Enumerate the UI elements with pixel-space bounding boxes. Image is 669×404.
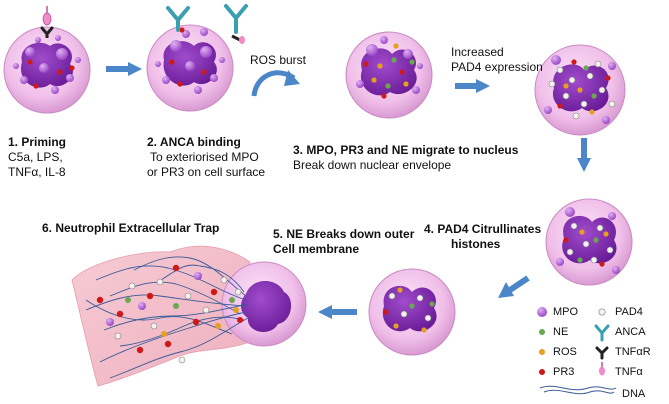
step1-line2: TNFα, IL-8 — [8, 165, 66, 179]
legend-pad4-swatch — [598, 308, 606, 316]
arrow-down-to-step4 — [577, 138, 591, 172]
legend-ne-label: NE — [553, 326, 569, 338]
step5-line1: 5. NE Breaks down outer — [273, 227, 415, 241]
step3-title: 3. MPO, PR3 and NE migrate to nucleus — [293, 143, 519, 157]
legend-tnfar-swatch — [595, 346, 609, 360]
anca-antibody — [166, 6, 190, 32]
cell-ros-burst — [345, 31, 433, 119]
arrow-ros-burst — [251, 70, 300, 97]
step5-line2: Cell membrane — [273, 242, 360, 256]
legend-tnfa-label: TNFα — [615, 366, 643, 378]
cell-citrullination — [545, 198, 633, 286]
arrow-step4-to-5 — [498, 275, 530, 298]
proteins — [548, 59, 616, 120]
net-proteins — [96, 264, 243, 364]
legend-mpo-swatch — [537, 307, 547, 317]
legend-anca-label: ANCA — [615, 326, 646, 338]
arrow-step5-to-6 — [318, 305, 357, 319]
legend-pad4-label: PAD4 — [615, 306, 643, 318]
legend-mpo-label: MPO — [553, 306, 579, 318]
ros-burst-label: ROS burst — [250, 53, 307, 67]
step3-line1: Break down nuclear envelope — [293, 158, 452, 172]
legend-ros-label: ROS — [553, 346, 577, 358]
legend-anca-swatch — [594, 324, 610, 342]
step1-line1: C5a, LPS, — [8, 150, 63, 164]
step2-line1: To exteriorised MPO — [150, 150, 259, 164]
step6-title: 6. Neutrophil Extracellular Trap — [42, 221, 220, 235]
legend — [537, 307, 617, 395]
anca-antibody — [224, 4, 248, 34]
step2-title: 2. ANCA binding — [147, 135, 241, 149]
granules — [13, 35, 81, 94]
legend-pr3-swatch — [539, 369, 545, 375]
arrow-step3-to-pad4 — [455, 79, 490, 93]
legend-tnfa-swatch — [599, 362, 605, 376]
proteins — [383, 287, 435, 333]
neutrophil-extracellular-trap — [71, 245, 307, 387]
pad4-line1: Increased — [451, 45, 504, 59]
proteins — [563, 222, 614, 267]
dna-strands — [85, 256, 249, 379]
cell-priming — [3, 6, 91, 114]
granules — [155, 28, 225, 94]
pad4-line2: PAD4 expression — [451, 60, 543, 74]
arrow-step1-to-2 — [106, 62, 142, 76]
legend-tnfar-label: TNFαR — [615, 346, 651, 358]
step4-line1: 4. PAD4 Citrullinates — [424, 222, 542, 236]
granules — [356, 36, 423, 94]
legend-dna-label: DNA — [622, 388, 646, 400]
cell-membrane-breakdown — [368, 268, 456, 356]
legend-ros-swatch — [539, 349, 545, 355]
migrating-proteins — [363, 43, 415, 99]
legend-dna-swatch — [539, 385, 617, 395]
decondensed-nucleus — [241, 281, 292, 332]
cell-pad4-expression — [534, 44, 626, 136]
cell-anca-binding — [146, 4, 248, 112]
step1-title: 1. Priming — [8, 135, 67, 149]
step4-line2: histones — [451, 237, 501, 251]
legend-pr3-label: PR3 — [553, 366, 575, 378]
step2-line2: or PR3 on cell surface — [147, 165, 266, 179]
legend-ne-swatch — [539, 329, 545, 335]
